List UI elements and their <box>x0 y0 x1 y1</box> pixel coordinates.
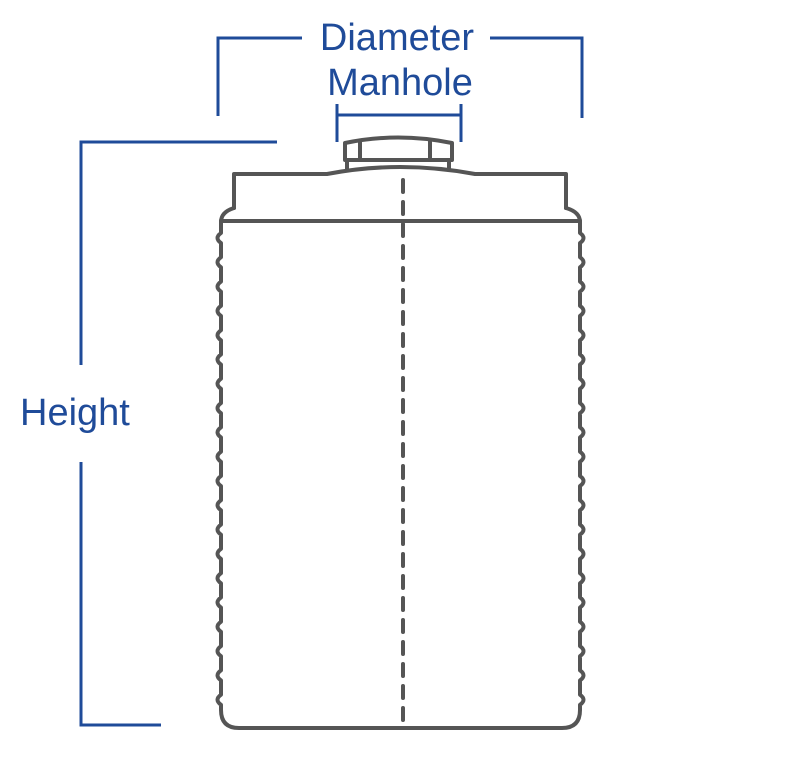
manhole-dimension: Manhole <box>327 62 473 142</box>
diameter-label: Diameter <box>320 17 474 59</box>
tank-outline <box>215 135 586 730</box>
tank-top <box>232 165 568 210</box>
manhole-lid <box>343 135 454 162</box>
diameter-bracket-right <box>490 36 584 118</box>
tank-body <box>215 220 586 730</box>
height-bracket-top <box>79 140 277 365</box>
manhole-label: Manhole <box>327 62 473 104</box>
height-dimension: Height <box>20 140 277 727</box>
diameter-bracket-left <box>216 36 302 116</box>
height-bracket-bottom <box>79 462 161 727</box>
height-label: Height <box>20 392 130 434</box>
diameter-dimension: Diameter <box>216 17 584 118</box>
